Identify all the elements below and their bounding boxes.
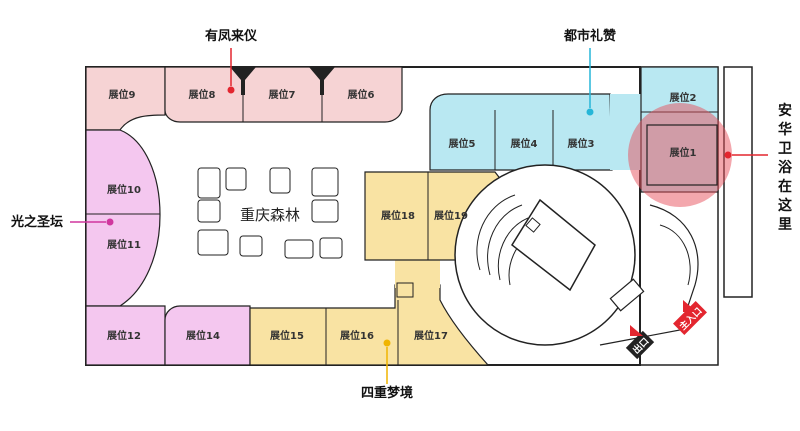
exit-arrow-icon [630, 325, 643, 336]
right-label-char: 里 [778, 217, 792, 233]
booth-label-7: 展位7 [269, 88, 296, 101]
booth-label-1: 展位1 [670, 146, 697, 159]
pointer-right-dot [724, 151, 732, 159]
booth-label-15: 展位15 [270, 329, 304, 342]
right-vertical-label: 安 华 卫 浴 在 这 里 [778, 102, 793, 233]
right-label-char: 在 [778, 178, 792, 195]
booth-label-18: 展位18 [381, 209, 415, 222]
zone-label-bottom: 四重梦境 [361, 385, 413, 401]
stage-box [609, 278, 645, 312]
booth-label-12: 展位12 [107, 329, 141, 342]
booth-15-17-area [249, 284, 490, 366]
wall-marker-2 [309, 67, 335, 95]
pointer-left-dot [106, 218, 114, 226]
right-label-char: 安 [778, 102, 792, 119]
wall-marker-1 [230, 67, 256, 95]
booth-label-16: 展位16 [340, 329, 374, 342]
furniture-group [197, 167, 343, 259]
small-box [396, 282, 414, 298]
booth-1-outline [646, 124, 718, 186]
right-label-char: 这 [778, 197, 792, 214]
zone-label-top-left: 有凤来仪 [205, 28, 258, 44]
zone-label-top-right: 都市礼赞 [563, 28, 616, 44]
right-label-char: 浴 [778, 159, 793, 176]
right-wall-panel [723, 66, 753, 298]
booth-label-6: 展位6 [348, 88, 375, 101]
booth-label-8: 展位8 [189, 88, 216, 101]
entrance-arrow-icon [683, 300, 697, 312]
booth-label-11: 展位11 [107, 238, 141, 251]
top-row-pink [164, 66, 403, 123]
zone-label-left: 光之圣坛 [10, 214, 63, 230]
stage-seating [476, 194, 516, 271]
booth-label-19: 展位19 [434, 209, 468, 222]
pointer-top-left-dot [227, 86, 235, 94]
booth-label-10: 展位10 [107, 183, 141, 196]
center-label: 重庆森林 [240, 206, 300, 224]
booth-10-11-area [85, 129, 161, 307]
highlight-circle [628, 103, 732, 207]
booth-label-14: 展位14 [186, 329, 220, 342]
exit-curve [599, 204, 699, 346]
corridor-link [395, 260, 440, 288]
pointer-bottom-dot [383, 339, 391, 347]
booth-3-5-area [429, 93, 613, 171]
booth-label-4: 展位4 [511, 137, 538, 150]
booth-label-2: 展位2 [670, 91, 697, 104]
stage-platform [511, 198, 596, 292]
right-label-char: 卫 [778, 141, 792, 157]
booth-label-3: 展位3 [568, 137, 595, 150]
right-label-char: 华 [778, 121, 792, 138]
booth-label-9: 展位9 [109, 88, 136, 101]
pointer-top-right-dot [586, 108, 594, 116]
booth-label-5: 展位5 [449, 137, 476, 150]
booth-label-17: 展位17 [414, 329, 448, 342]
